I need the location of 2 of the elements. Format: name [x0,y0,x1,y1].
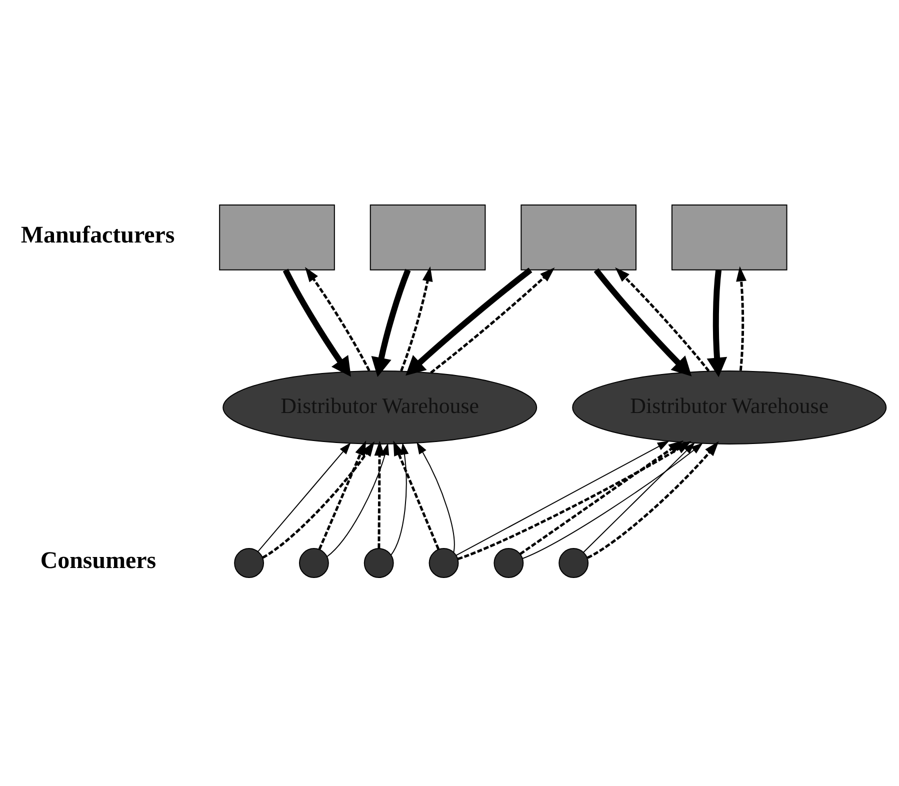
label: Consumers [40,548,156,574]
label: Manufacturers [20,222,175,249]
